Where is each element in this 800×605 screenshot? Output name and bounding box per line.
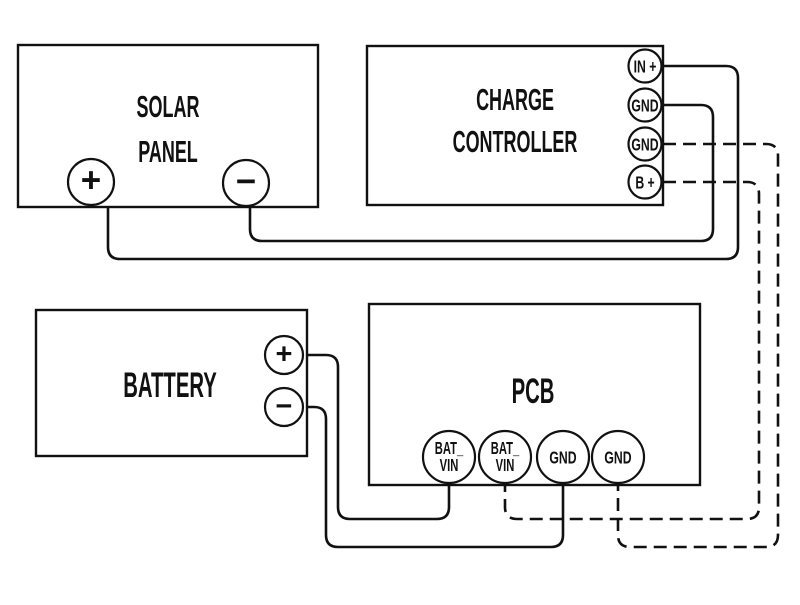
pcb-gnd-1-label: GND — [549, 448, 576, 468]
pcb-bat-vin-1-label: VIN — [440, 457, 459, 476]
solar-panel-label: SOLAR — [137, 90, 200, 124]
pcb-label: PCB — [512, 372, 555, 411]
cc-b-plus-terminal — [627, 164, 663, 200]
solar-plus-label: + — [81, 161, 101, 200]
cc-in-plus-terminal — [627, 48, 663, 84]
pcb-gnd-2-terminal — [590, 429, 646, 485]
cc-gnd-2-label: GND — [631, 135, 658, 155]
solar-plus-terminal — [66, 157, 116, 207]
pcb-bat-vin-2-label: BAT_ — [491, 440, 520, 459]
battery-plus-terminal — [263, 334, 305, 376]
cc-b-plus-label: B + — [635, 173, 654, 193]
battery-minus-label: − — [276, 390, 293, 422]
pcb-bat-vin-2-terminal — [477, 429, 533, 485]
wire-cc-gnd-to-pcb-gnd — [616, 142, 780, 549]
battery-plus-label: + — [276, 338, 293, 370]
charge-controller-label: CONTROLLER — [453, 125, 578, 159]
pcb-gnd-1-terminal — [535, 429, 591, 485]
charge-controller: CHARGE CONTROLLER IN + GND GND B + — [365, 44, 665, 207]
cc-in-plus-label: IN + — [634, 57, 657, 77]
cc-gnd-1-terminal — [627, 87, 663, 123]
wire-battery-minus-to-pcb-gnd — [307, 405, 565, 549]
solar-panel-box — [16, 43, 320, 209]
pcb-gnd-2-label: GND — [604, 448, 631, 468]
battery-minus-terminal — [263, 386, 305, 428]
battery-label: BATTERY — [123, 366, 217, 405]
solar-panel: SOLAR PANEL + − — [16, 43, 320, 209]
cc-gnd-2-terminal — [627, 126, 663, 162]
solar-minus-terminal — [221, 158, 271, 208]
pcb-bat-vin-1-terminal — [421, 429, 477, 485]
cc-gnd-1-label: GND — [631, 96, 658, 116]
charge-controller-box — [365, 44, 665, 207]
pcb-bat-vin-2-label: VIN — [496, 457, 515, 476]
wire-cc-b-plus-to-pcb-bat-vin — [503, 180, 761, 521]
charge-controller-label: CHARGE — [476, 83, 554, 117]
battery-box — [34, 308, 309, 458]
solar-panel-label: PANEL — [138, 135, 198, 169]
wire-solar-minus-to-cc-gnd — [248, 103, 715, 243]
solar-minus-label: − — [236, 162, 256, 201]
pcb-bat-vin-1-label: BAT_ — [435, 440, 464, 459]
wire-battery-plus-to-pcb-bat-vin — [307, 353, 451, 521]
wire-solar-plus-to-cc-in-plus — [106, 64, 740, 261]
battery: BATTERY + − — [34, 308, 309, 458]
